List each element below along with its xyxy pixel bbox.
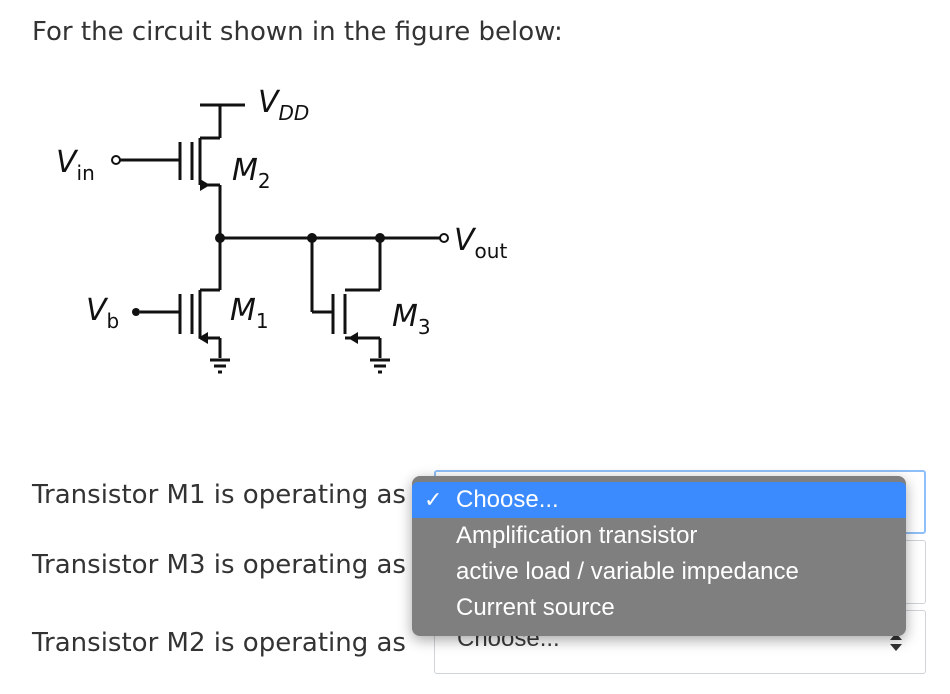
m3-label: M3: [392, 299, 431, 339]
option-label: Current source: [456, 594, 615, 621]
m1-question-label: Transistor M1 is operating as: [32, 480, 406, 510]
vin-label: Vin: [56, 145, 95, 185]
option-label: Amplification transistor: [456, 522, 698, 549]
question-text: For the circuit shown in the figure belo…: [32, 17, 563, 47]
m2-question-label: Transistor M2 is operating as: [32, 628, 406, 658]
option-choose[interactable]: ✓ Choose...: [412, 482, 906, 518]
option-label: active load / variable impedance: [456, 558, 799, 585]
checkmark-icon: ✓: [424, 487, 443, 512]
vout-label: Vout: [454, 223, 507, 263]
circuit-diagram: VDD M2 Vin Vout Vb M1 M3: [56, 85, 507, 374]
option-current-source[interactable]: Current source: [412, 590, 906, 626]
m1-label: M1: [230, 293, 269, 333]
option-label: Choose...: [456, 486, 559, 513]
m2-label: M2: [232, 153, 271, 193]
vb-label: Vb: [86, 293, 119, 333]
select-dropdown-menu[interactable]: ✓ Choose... Amplification transistor act…: [412, 476, 906, 636]
m3-question-label: Transistor M3 is operating as: [32, 550, 406, 580]
vdd-label: VDD: [258, 85, 309, 125]
select-arrows-icon: [890, 633, 902, 651]
option-active-load[interactable]: active load / variable impedance: [412, 554, 906, 590]
option-amplification-transistor[interactable]: Amplification transistor: [412, 518, 906, 554]
